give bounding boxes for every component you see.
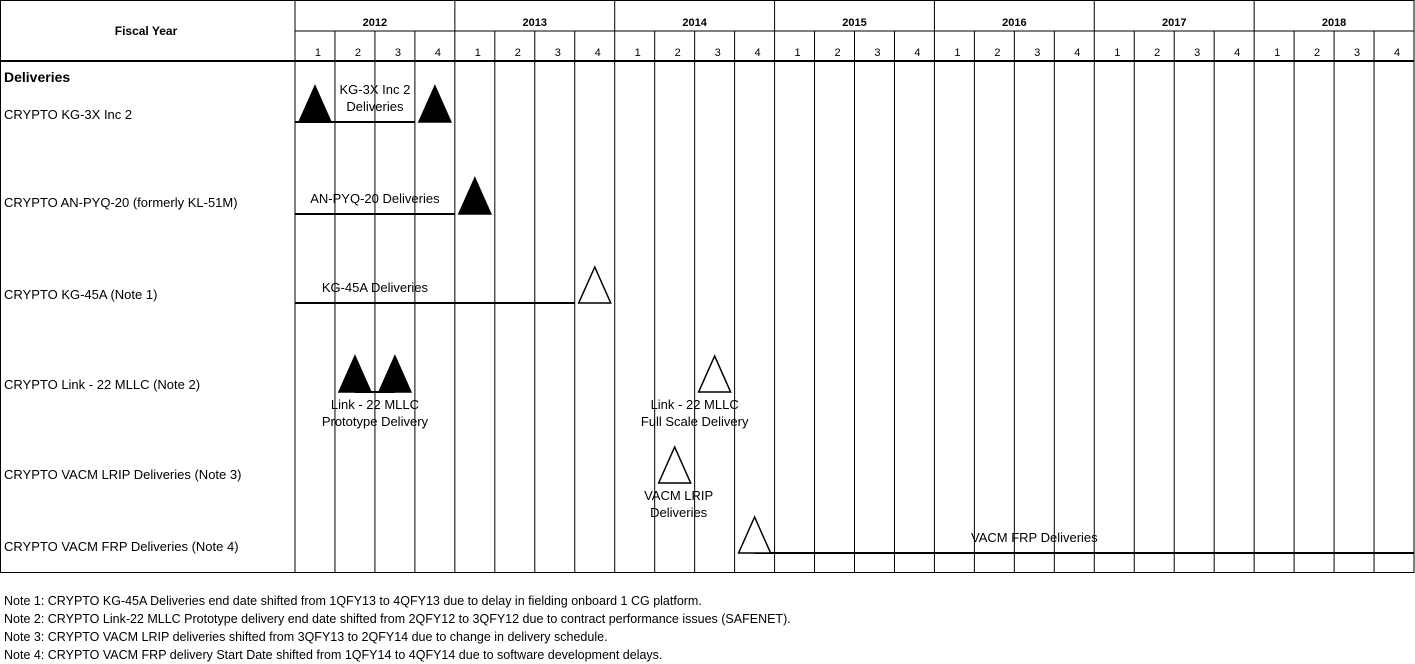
quarter-label: 3 (1194, 47, 1200, 59)
year-label: 2013 (523, 17, 547, 29)
milestone-filled (377, 354, 413, 393)
note-2: Note 2: CRYPTO Link-22 MLLC Prototype de… (4, 612, 791, 626)
row-label: CRYPTO Link - 22 MLLC (Note 2) (4, 377, 200, 392)
quarter-label: 1 (954, 47, 960, 59)
row-label: CRYPTO VACM FRP Deliveries (Note 4) (4, 539, 239, 554)
milestone-open (697, 354, 732, 393)
schedule-grid (0, 0, 1415, 573)
note-3: Note 3: CRYPTO VACM LRIP deliveries shif… (4, 630, 608, 644)
quarter-label: 2 (355, 47, 361, 59)
quarter-label: 4 (1234, 47, 1240, 59)
row-label: CRYPTO AN-PYQ-20 (formerly KL-51M) (4, 195, 238, 210)
quarter-label: 4 (1394, 47, 1400, 59)
bar-label: KG-3X Inc 2 (340, 82, 411, 97)
quarter-label: 4 (435, 47, 441, 59)
schedule-row: CRYPTO Link - 22 MLLC (Note 2) Link - 22 … (4, 354, 749, 429)
milestone-filled (297, 84, 333, 123)
year-label: 2015 (842, 17, 866, 29)
year-label: 2018 (1322, 17, 1346, 29)
milestone-label: Link - 22 MLLC (331, 397, 419, 412)
row-label: CRYPTO VACM LRIP Deliveries (Note 3) (4, 467, 241, 482)
schedule-row: CRYPTO VACM LRIP Deliveries (Note 3) VACM… (4, 445, 713, 520)
quarter-label: 4 (595, 47, 601, 59)
quarter-label: 1 (635, 47, 641, 59)
schedule-row: CRYPTO KG-3X Inc 2 KG-3X Inc 2 Deliveries (4, 82, 453, 123)
timeline-header: 2012 1 2 3 4 2013 1 2 3 4 2014 1 2 3 4 2015 1 2 3 4 2016 1 2 3 4… (315, 17, 1400, 59)
quarter-label: 3 (1034, 47, 1040, 59)
chart-frame (0, 0, 1415, 573)
quarter-label: 4 (755, 47, 761, 59)
milestone-label: Deliveries (650, 505, 708, 520)
quarter-label: 2 (1154, 47, 1160, 59)
quarter-label: 3 (1354, 47, 1360, 59)
schedule-rows: CRYPTO KG-3X Inc 2KG-3X Inc 2DeliveriesC… (4, 82, 1414, 554)
milestone-filled (337, 354, 373, 393)
milestone-label: Full Scale Delivery (641, 414, 749, 429)
quarter-label: 1 (475, 47, 481, 59)
bar-label: VACM FRP Deliveries (971, 530, 1098, 545)
fiscal-year-label: Fiscal Year (115, 24, 178, 38)
year-label: 2012 (363, 17, 387, 29)
schedule-row: CRYPTO AN-PYQ-20 (formerly KL-51M) AN-PYQ… (4, 176, 492, 215)
row-label: CRYPTO KG-3X Inc 2 (4, 107, 132, 122)
year-label: 2014 (682, 17, 707, 29)
quarter-label: 1 (1114, 47, 1120, 59)
bar-label: KG-45A Deliveries (322, 280, 429, 295)
milestone-open (657, 445, 692, 484)
quarter-label: 1 (1274, 47, 1280, 59)
section-title: Deliveries (4, 69, 70, 85)
year-label: 2017 (1162, 17, 1186, 29)
milestone-open (577, 265, 612, 304)
milestone-filled (417, 84, 453, 123)
quarter-label: 4 (1074, 47, 1080, 59)
quarter-label: 2 (834, 47, 840, 59)
quarter-label: 1 (794, 47, 800, 59)
milestone-label: Link - 22 MLLC (651, 397, 739, 412)
bar-label: Deliveries (346, 99, 404, 114)
milestone-label: Prototype Delivery (322, 414, 429, 429)
quarter-label: 1 (315, 47, 321, 59)
schedule-row: CRYPTO VACM FRP Deliveries (Note 4) VACM … (4, 515, 1414, 554)
quarter-label: 4 (914, 47, 920, 59)
notes-section: Note 1: CRYPTO KG-45A Deliveries end dat… (4, 592, 791, 664)
row-label: CRYPTO KG-45A (Note 1) (4, 287, 157, 302)
quarter-label: 3 (874, 47, 880, 59)
milestone-open (737, 515, 772, 554)
quarter-label: 2 (994, 47, 1000, 59)
schedule-row: CRYPTO KG-45A (Note 1) KG-45A Deliveries (4, 265, 612, 304)
year-label: 2016 (1002, 17, 1026, 29)
bar-label: AN-PYQ-20 Deliveries (310, 191, 440, 206)
quarter-label: 2 (675, 47, 681, 59)
milestone-label: VACM LRIP (644, 488, 713, 503)
quarter-label: 2 (515, 47, 521, 59)
quarter-label: 3 (715, 47, 721, 59)
milestone-filled (457, 176, 492, 215)
quarter-label: 3 (555, 47, 561, 59)
quarter-label: 2 (1314, 47, 1320, 59)
note-1: Note 1: CRYPTO KG-45A Deliveries end dat… (4, 594, 702, 608)
quarter-label: 3 (395, 47, 401, 59)
note-4: Note 4: CRYPTO VACM FRP delivery Start D… (4, 648, 663, 662)
